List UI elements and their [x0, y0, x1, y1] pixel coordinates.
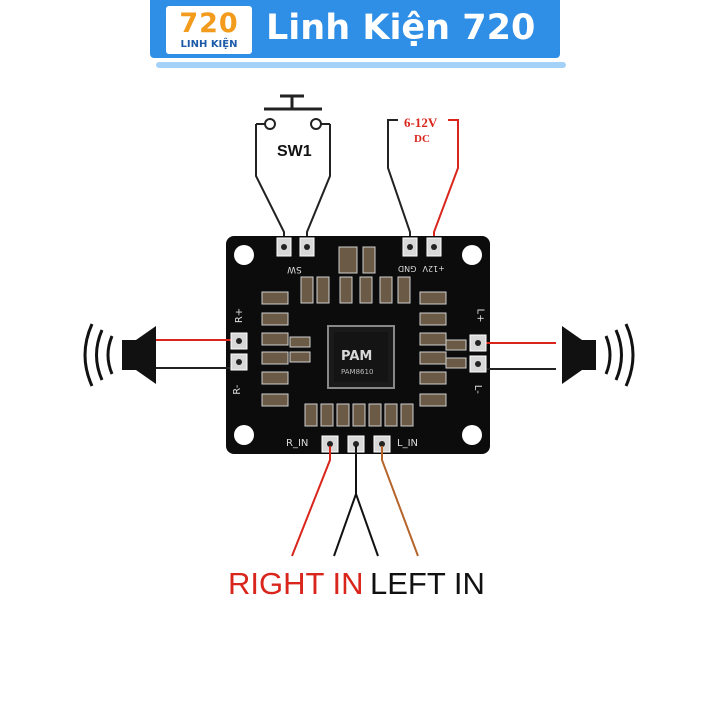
brand-title: Linh Kiện 720 [266, 8, 536, 48]
power-voltage-label: 6-12V [404, 115, 438, 130]
smd-components [261, 246, 467, 427]
right-input-wire [291, 446, 331, 557]
brand-banner: 720 LINH KIỆN Linh Kiện 720 [150, 0, 570, 68]
pin-label-r-plus: R+ [234, 308, 245, 323]
power-type-label: DC [414, 133, 430, 145]
logo-subtitle: LINH KIỆN [180, 39, 238, 50]
pin-label-l-in: L_IN [397, 438, 418, 449]
pin-label-l-plus: L+ [474, 309, 485, 323]
brand-logo: 720 LINH KIỆN [166, 6, 252, 54]
pin-label-l-minus: L- [472, 385, 483, 394]
banner-shadow [156, 62, 566, 68]
left-in-label: LEFT IN [370, 566, 485, 601]
switch-wire-left [255, 124, 285, 244]
switch-wire-right [306, 124, 331, 244]
logo-number: 720 [179, 8, 239, 39]
pin-label-12v: +12V [422, 264, 445, 273]
ground-input-wire [333, 446, 379, 557]
right-in-label: RIGHT IN [228, 566, 364, 601]
speaker-right-icon [562, 323, 635, 387]
pin-label-r-minus: R- [232, 384, 243, 395]
pin-label-gnd: GND [398, 264, 416, 273]
chip-brand-label: PAM [341, 349, 372, 364]
power-wire-gnd [387, 119, 411, 244]
chip-model-label: PAM8610 [341, 368, 373, 376]
left-input-wire [381, 446, 419, 557]
amplifier-chip [327, 325, 395, 389]
power-wire-positive [433, 119, 459, 244]
banner-background: 720 LINH KIỆN Linh Kiện 720 [150, 0, 560, 58]
speaker-left-icon [83, 323, 156, 387]
pin-label-r-in: R_IN [286, 438, 308, 449]
pin-label-sw: SW [287, 264, 302, 274]
push-button-switch-icon [256, 94, 330, 130]
switch-label: SW1 [277, 143, 312, 160]
